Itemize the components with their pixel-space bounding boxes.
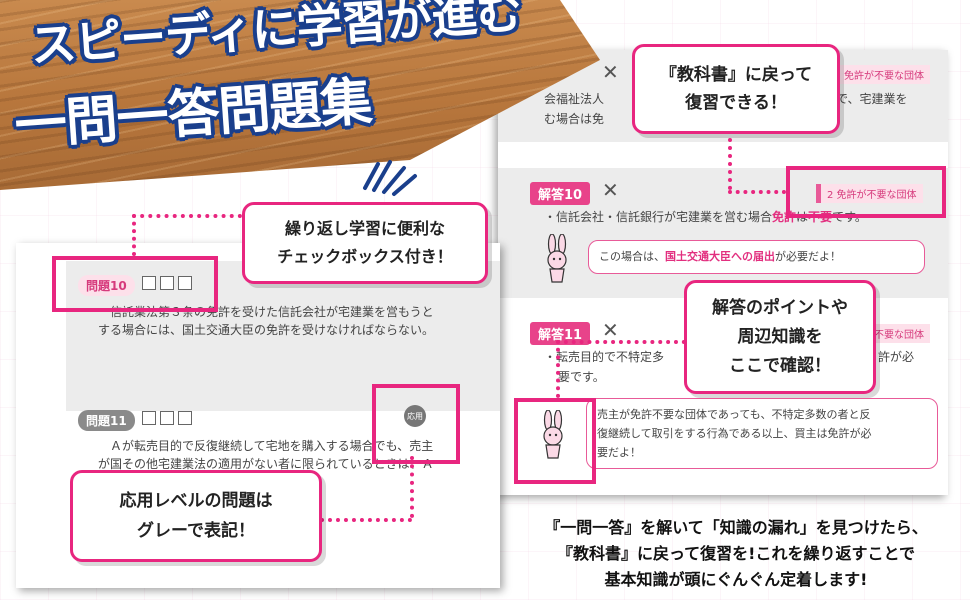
- speech-text-part: が必要だよ！: [775, 250, 841, 263]
- speech-line: 復継続して取引をする行為である以上、買主は免許が必: [597, 427, 872, 440]
- answer-block-10: 解答10 ✕ 2 免許が不要な団体 ・信託会社・信託銀行が宅建業を営む場合免許は…: [498, 168, 948, 298]
- speech-bubble: 売主が免許不要な団体であっても、不特定多数の者と反 復継続して取引をする行為であ…: [586, 398, 938, 469]
- speech-line: 要だよ！: [597, 446, 641, 459]
- applied-icon-highlight-box: [372, 384, 460, 464]
- checkbox[interactable]: [160, 411, 174, 425]
- answer-text: 会福祉法人: [544, 92, 605, 106]
- question-badge: 問題10: [78, 275, 135, 296]
- answer-text: 要です。: [558, 370, 605, 384]
- checkbox-group: [142, 276, 192, 290]
- rabbit-mascot-icon: [543, 410, 563, 459]
- footer-line: 『教科書』に戻って復習を!これを繰り返すことで: [556, 544, 916, 563]
- question-text: する場合には、国土交通大臣の免許を受けなければならない。: [98, 323, 435, 337]
- emphasis-burst-icon: [363, 160, 417, 196]
- checkbox[interactable]: [142, 276, 156, 290]
- connector-line: [320, 518, 412, 522]
- question-badge: 問題11: [78, 410, 135, 431]
- connector-line: [556, 340, 686, 344]
- answer-text-emphasis: 免許: [772, 210, 797, 224]
- answer-text: 許が必: [878, 350, 915, 364]
- connector-line: [410, 456, 414, 518]
- category-tag: 2 免許が不要な団体: [816, 184, 923, 203]
- callout-textbook: 『教科書』に戻って 復習できる！: [632, 44, 840, 134]
- footer-text: 『一問一答』を解いて「知識の漏れ」を見つけたら、 『教科書』に戻って復習を!これ…: [506, 515, 966, 593]
- answer-badge: 解答11: [530, 322, 591, 345]
- speech-line: 売主が免許不要な団体であっても、不特定多数の者と反: [597, 408, 871, 421]
- checkbox-group: [142, 411, 192, 425]
- connector-line: [728, 190, 786, 194]
- callout-applied: 応用レベルの問題は グレーで表記！: [70, 470, 322, 562]
- mascot-highlight-box: [514, 398, 596, 484]
- speech-text-part: この場合は、: [599, 250, 665, 263]
- answer-text: む場合は免: [544, 112, 605, 126]
- incorrect-mark-icon: ✕: [602, 178, 619, 202]
- answer-text: ので、宅建業を: [824, 92, 908, 106]
- incorrect-mark-icon: ✕: [602, 318, 619, 342]
- speech-bubble: この場合は、国土交通大臣への届出が必要だよ！: [588, 240, 925, 274]
- tag-highlight-box: [786, 166, 946, 218]
- connector-line: [132, 214, 242, 218]
- applied-level-icon: 応用: [404, 405, 426, 427]
- answer-text-part: ・信託会社・信託銀行が宅建業を営む場合: [544, 210, 773, 224]
- connector-line: [556, 340, 560, 398]
- applied-level-icon-label: 応用: [407, 411, 423, 421]
- footer-line: 『一問一答』を解いて「知識の漏れ」を見つけたら、: [544, 518, 928, 537]
- category-tag: 免許が不要な団体: [838, 65, 930, 84]
- answer-badge: 解答10: [530, 182, 591, 205]
- badge-highlight-box: [52, 256, 218, 312]
- checkbox[interactable]: [178, 411, 192, 425]
- callout-points: 解答のポイントや 周辺知識を ここで確認！: [684, 280, 876, 394]
- checkbox[interactable]: [160, 276, 174, 290]
- connector-line: [728, 130, 732, 190]
- speech-text-emphasis: 国土交通大臣への届出: [665, 250, 775, 263]
- question-text: が国その他宅建業法の適用がない者に限られているときは、Ａ: [98, 457, 434, 471]
- answer-text: ・転売目的で不特定多: [544, 350, 665, 364]
- footer-line: 基本知識が頭にぐんぐん定着します!: [604, 570, 868, 589]
- question-text: Ａが転売目的で反復継続して宅地を購入する場合でも、売主: [110, 439, 434, 453]
- incorrect-mark-icon: ✕: [602, 60, 619, 84]
- checkbox[interactable]: [142, 411, 156, 425]
- connector-line: [132, 214, 136, 256]
- checkbox[interactable]: [178, 276, 192, 290]
- callout-checkbox: 繰り返し学習に便利な チェックボックス付き！: [242, 202, 488, 284]
- rabbit-mascot-icon: [547, 234, 567, 283]
